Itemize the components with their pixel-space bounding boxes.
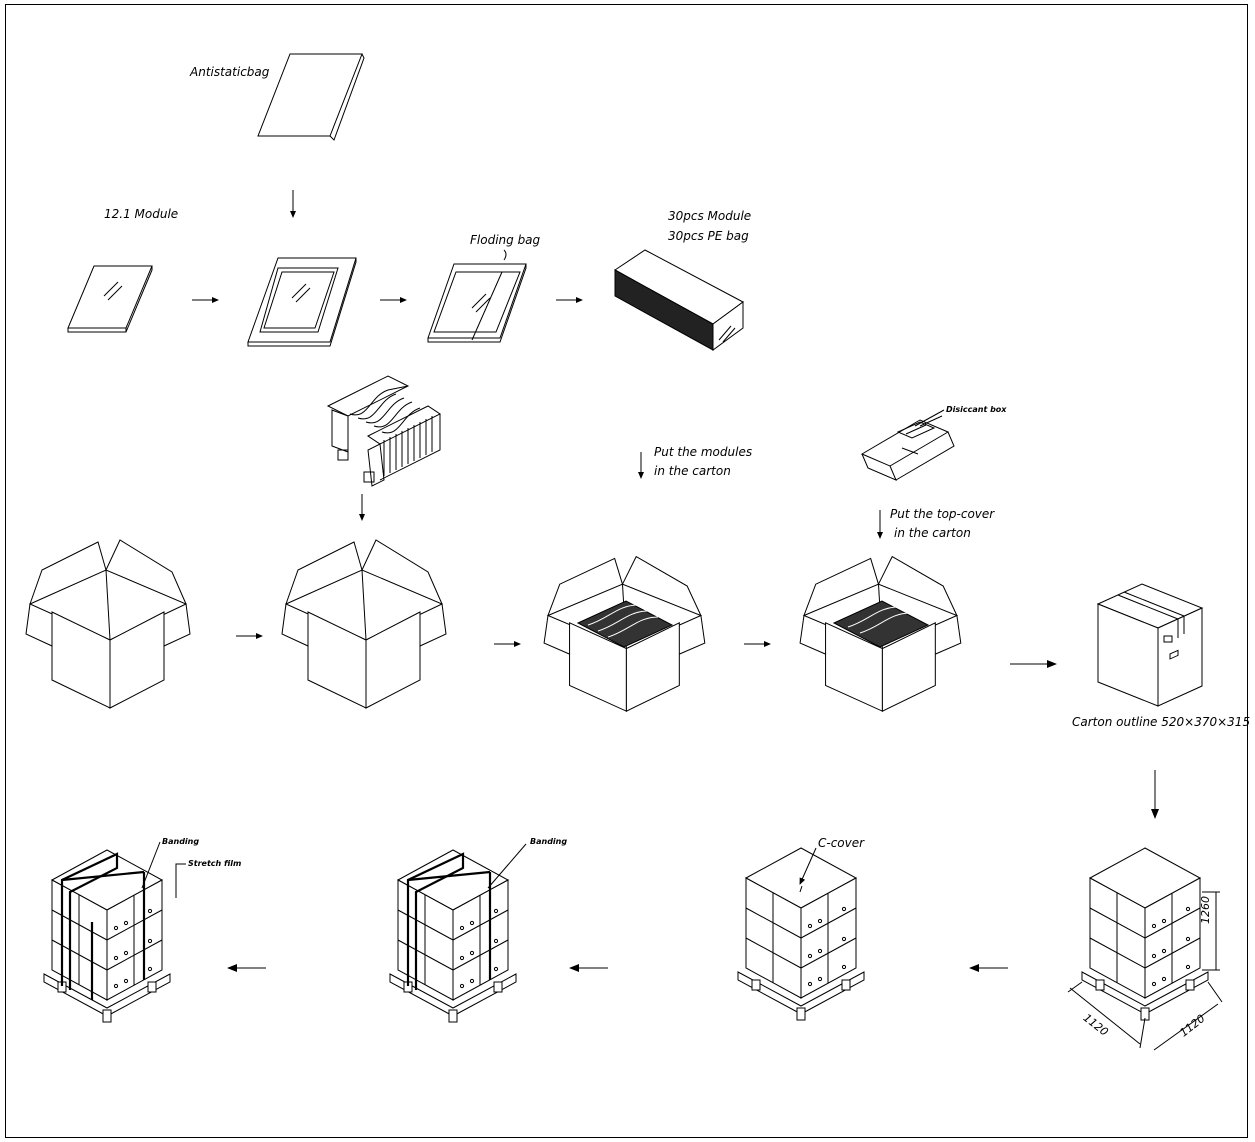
module-in-bag xyxy=(248,258,356,346)
label-banding-1: Banding xyxy=(162,838,199,846)
antistatic-bag-shape xyxy=(258,54,364,140)
label-banding-2: Banding xyxy=(530,838,567,846)
tray-insert xyxy=(328,376,440,486)
carton-closed xyxy=(1098,584,1202,706)
label-put-topcover-2: in the carton xyxy=(894,527,971,539)
label-batch-line2: 30pcs PE bag xyxy=(668,230,749,242)
dim-height: 1260 xyxy=(1200,896,1211,924)
module-batch xyxy=(615,250,743,350)
label-put-modules-2: in the carton xyxy=(654,465,731,477)
pallet-stack-banded xyxy=(390,850,516,1022)
desiccant-top-cover xyxy=(862,416,954,480)
carton-with-topcover xyxy=(800,557,961,712)
pallet-stack-c-cover xyxy=(738,848,864,1020)
carton-with-modules xyxy=(544,557,705,712)
folding-bag-module xyxy=(428,250,526,342)
label-module: 12.1 Module xyxy=(104,208,178,220)
label-stretch-film: Stretch film xyxy=(188,860,241,868)
carton-empty xyxy=(26,540,190,708)
label-batch-line1: 30pcs Module xyxy=(668,210,751,222)
label-carton-outline: Carton outline 520×370×315 xyxy=(1072,716,1250,728)
label-put-modules-1: Put the modules xyxy=(654,446,752,458)
module-sheet xyxy=(68,266,152,332)
label-antistatic-bag: Antistaticbag xyxy=(190,66,269,78)
label-put-topcover-1: Put the top-cover xyxy=(890,508,994,520)
leader-stretch-film xyxy=(176,864,186,898)
label-c-cover: C-cover xyxy=(818,837,864,849)
label-folding-bag: Floding bag xyxy=(470,234,540,246)
carton-with-tray xyxy=(282,540,446,708)
label-desiccant-box: Disiccant box xyxy=(946,406,1006,414)
pallet-stack-wrapped xyxy=(44,850,170,1022)
